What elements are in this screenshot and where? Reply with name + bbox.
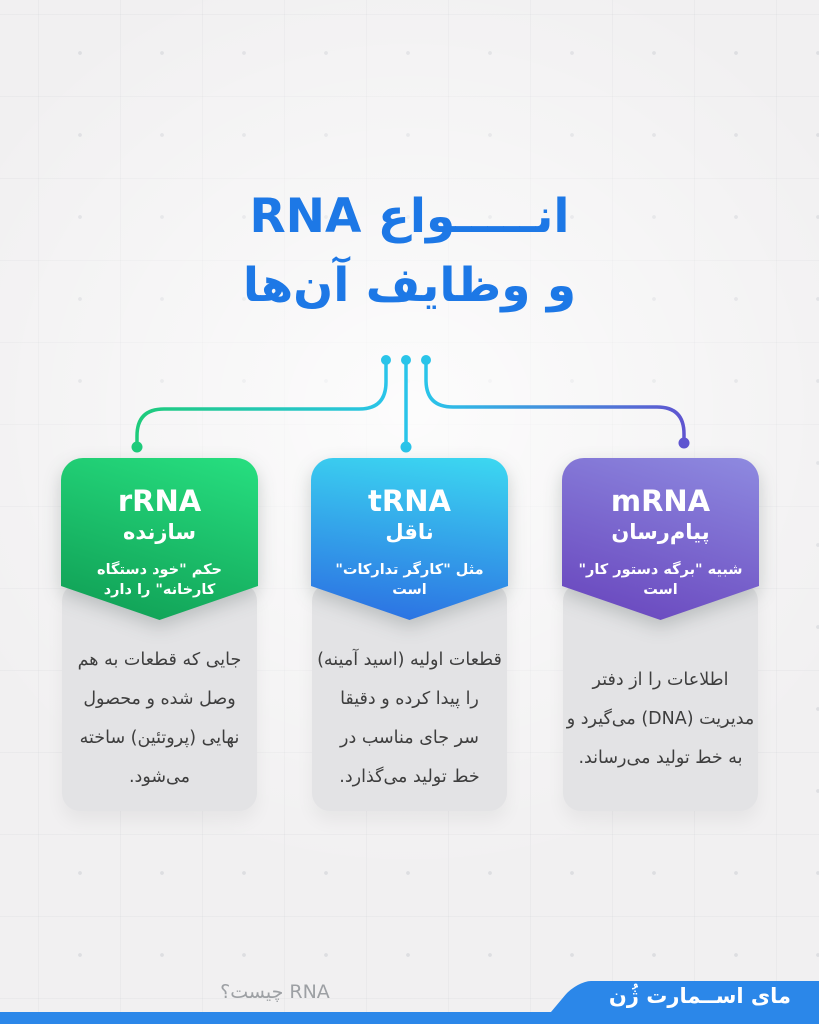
description-line: را پیدا کرده و دقیقا [340, 689, 479, 709]
mrna-card-tagline: شبیه "برگه دستور کار" است [578, 562, 743, 598]
connector-dot-bottom-middle [400, 441, 412, 453]
connector-dot-bottom-left [131, 441, 143, 453]
footer-question: RNA چیست؟ [220, 981, 330, 1003]
rrna-card-tagline: حکم "خود دستگاه کارخانه" را دارد [97, 562, 222, 598]
brand-badge: مای اســمارت ژُن [550, 981, 819, 1012]
description-line: جایی که قطعات به هم [77, 650, 242, 670]
trna-description-box: قطعات اولیه (اسید آمینه) را پیدا کرده و … [312, 583, 507, 811]
connector-line-right [424, 360, 686, 440]
connector-line-left [135, 360, 388, 444]
connector-dot-top-middle [401, 355, 411, 365]
rna-column-trna: tRNA ناقل مثل "کارگر تدارکات" است قطعات … [311, 458, 508, 814]
trna-card-tagline: مثل "کارگر تدارکات" است [335, 562, 484, 598]
mrna-card-subtitle: پیام‌رسان [611, 520, 710, 544]
rrna-card-subtitle: سازنده [122, 520, 197, 544]
trna-card-subtitle: ناقل [385, 520, 434, 544]
rrna-card: rRNA سازنده حکم "خود دستگاه کارخانه" را … [61, 458, 258, 620]
mrna-description-box: اطلاعات را از دفتر مدیریت (DNA) می‌گیرد … [563, 583, 758, 811]
rna-column-rrna: rRNA سازنده حکم "خود دستگاه کارخانه" را … [61, 458, 258, 814]
description-line: سر جای مناسب در [340, 728, 479, 748]
trna-card: tRNA ناقل مثل "کارگر تدارکات" است [311, 458, 508, 620]
mrna-card: mRNA پیام‌رسان شبیه "برگه دستور کار" است [562, 458, 759, 620]
rrna-description-box: جایی که قطعات به هم وصل شده و محصول نهای… [62, 583, 257, 811]
description-line: به خط تولید می‌رساند. [578, 747, 743, 768]
mrna-card-title: mRNA [610, 484, 711, 518]
description-line: خط تولید می‌گذارد. [339, 767, 480, 787]
connector-dot-top-right [421, 355, 431, 365]
page-title: انـــــواع RNA و وظایف آن‌ها [0, 182, 819, 320]
rna-column-mrna: mRNA پیام‌رسان شبیه "برگه دستور کار" است… [562, 458, 759, 814]
trna-card-title: tRNA [368, 484, 451, 518]
connector-dot-top-left [381, 355, 391, 365]
description-line: مدیریت (DNA) می‌گیرد و [566, 708, 755, 729]
description-line: اطلاعات را از دفتر [592, 669, 729, 690]
description-line: نهایی (پروتئین) ساخته [79, 728, 240, 748]
footer-strip [0, 1012, 819, 1024]
brand-name: مای اســمارت ژُن [608, 984, 792, 1008]
connector-lines [131, 355, 690, 453]
description-line: می‌شود. [128, 767, 191, 787]
page-title-line1: انـــــواع RNA [249, 189, 570, 244]
page-title-line2: و وظایف آن‌ها [242, 258, 577, 313]
description-line: وصل شده و محصول [83, 689, 236, 709]
connector-dot-bottom-right [678, 437, 690, 449]
rrna-card-title: rRNA [117, 484, 202, 518]
description-line: قطعات اولیه (اسید آمینه) [317, 650, 502, 670]
